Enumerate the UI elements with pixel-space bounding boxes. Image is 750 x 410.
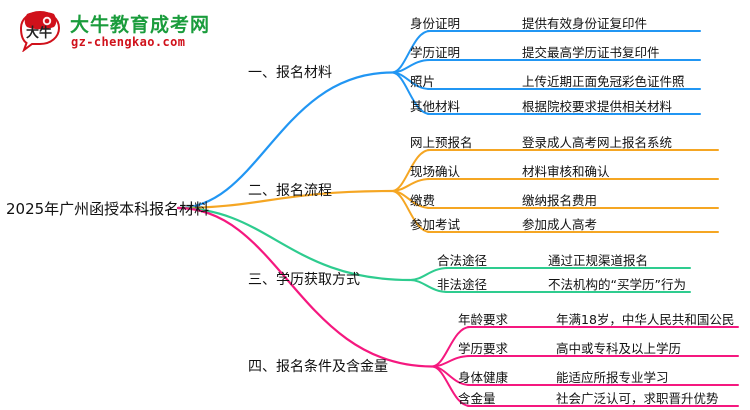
- leaf-description: 登录成人高考网上报名系统: [522, 135, 673, 150]
- leaf-description: 上传近期正面免冠彩色证件照: [522, 74, 685, 89]
- leaf-description: 高中或专科及以上学历: [556, 341, 682, 356]
- branch-node-1[interactable]: 一、报名材料: [248, 64, 332, 81]
- branch-node-3[interactable]: 三、学历获取方式: [248, 272, 360, 288]
- leaf-label[interactable]: 现场确认: [410, 164, 461, 179]
- logo-subtitle: gz-chengkao.com: [71, 35, 186, 49]
- leaf-description: 提供有效身份证复印件: [522, 16, 648, 31]
- leaf-description: 提交最高学历证书复印件: [522, 45, 660, 60]
- svg-text:大牛: 大牛: [26, 25, 52, 41]
- leaf-label[interactable]: 照片: [410, 74, 436, 89]
- leaf-description: 不法机构的“买学历”行为: [548, 277, 686, 292]
- leaf-label[interactable]: 学历证明: [410, 45, 461, 60]
- leaf-label[interactable]: 含金量: [458, 391, 496, 406]
- leaf-description: 通过正规渠道报名: [548, 253, 649, 268]
- root-node[interactable]: 2025年广州函授本科报名材料: [6, 200, 210, 218]
- leaf-description: 根据院校要求提供相关材料: [522, 99, 673, 114]
- leaf-description: 能适应所报专业学习: [556, 370, 669, 385]
- leaf-label[interactable]: 身体健康: [458, 370, 509, 385]
- leaf-label[interactable]: 缴费: [410, 193, 436, 208]
- leaf-label[interactable]: 身份证明: [410, 16, 461, 31]
- leaf-description: 材料审核和确认: [522, 164, 610, 179]
- leaf-label[interactable]: 合法途径: [437, 253, 488, 268]
- branch-node-4[interactable]: 四、报名条件及含金量: [248, 358, 388, 375]
- branch-node-2[interactable]: 二、报名流程: [248, 183, 332, 199]
- leaf-description: 社会广泛认可，求职晋升优势: [556, 391, 719, 406]
- speech-bubble-logo-icon: 大牛: [19, 10, 61, 52]
- site-logo[interactable]: 大牛 大牛教育成考网 gz-chengkao.com: [18, 8, 248, 56]
- leaf-description: 缴纳报名费用: [522, 193, 598, 208]
- leaf-description: 参加成人高考: [522, 217, 598, 232]
- leaf-description: 年满18岁，中华人民共和国公民: [556, 312, 735, 327]
- leaf-label[interactable]: 年龄要求: [458, 312, 509, 327]
- leaf-label[interactable]: 网上预报名: [410, 135, 473, 150]
- leaf-label[interactable]: 参加考试: [410, 217, 461, 232]
- leaf-label[interactable]: 非法途径: [437, 277, 488, 292]
- leaf-label[interactable]: 学历要求: [458, 341, 509, 356]
- leaf-label[interactable]: 其他材料: [410, 99, 461, 114]
- logo-title: 大牛教育成考网: [70, 14, 211, 36]
